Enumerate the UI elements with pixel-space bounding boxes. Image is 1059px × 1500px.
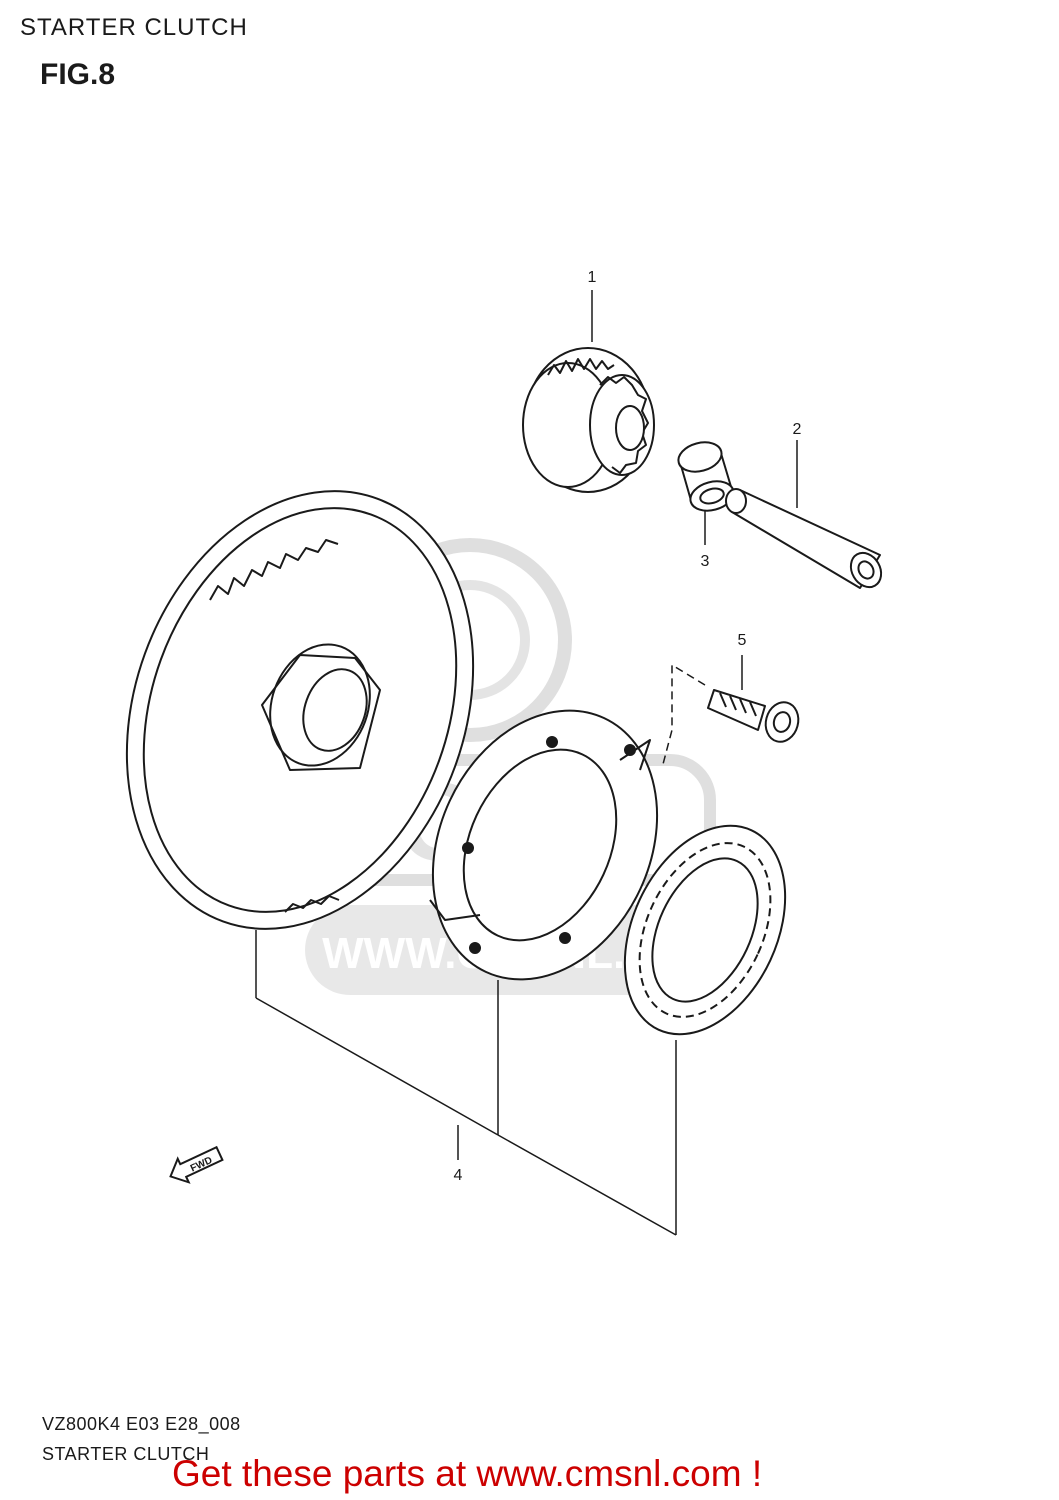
callout-2: 2	[793, 421, 802, 438]
figure-label: FIG.8	[40, 58, 116, 91]
part-4-one-way-clutch	[623, 824, 787, 1036]
page-title: STARTER CLUTCH	[20, 14, 248, 41]
promo-link[interactable]: Get these parts at www.cmsnl.com !	[172, 1453, 763, 1494]
part-4-clutch-body	[429, 709, 659, 981]
part-4-starter-driven-gear	[125, 490, 475, 930]
callout-3: 3	[701, 553, 710, 570]
fwd-arrow-icon: FWD	[169, 1145, 224, 1184]
callout-4: 4	[454, 1167, 463, 1184]
part-5-bolt	[707, 689, 800, 743]
callout-1: 1	[588, 269, 597, 286]
model-code: VZ800K4 E03 E28_008	[42, 1414, 241, 1434]
leader-lines	[255, 290, 798, 1236]
section-name: STARTER CLUTCH	[42, 1444, 210, 1464]
part-1-starter-idle-gear	[522, 347, 655, 493]
part-2-shaft	[725, 488, 883, 589]
callout-5: 5	[738, 632, 747, 649]
